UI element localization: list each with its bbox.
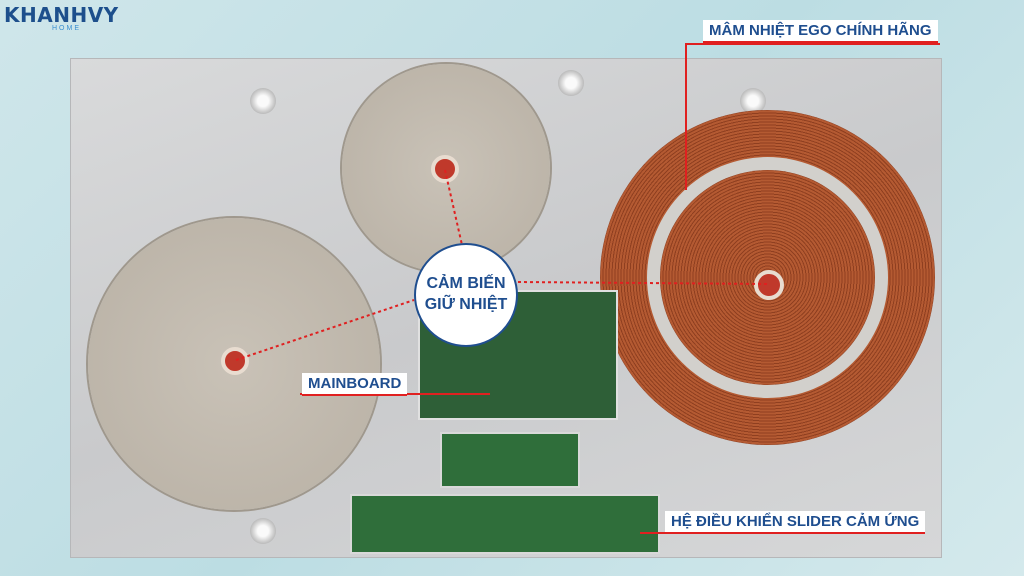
sensor-point [431, 155, 459, 183]
control-board [440, 432, 580, 488]
screw [740, 88, 766, 114]
logo: KHANHVY HOME [4, 3, 129, 32]
label-slider-control: HỆ ĐIỀU KHIỂN SLIDER CẢM ỨNG [665, 511, 926, 534]
label-mainboard: MAINBOARD [302, 373, 408, 396]
logo-sub: HOME [52, 25, 81, 32]
screw [558, 70, 584, 96]
screw [250, 518, 276, 544]
slider-control-board [350, 494, 660, 554]
sensor-point [221, 347, 249, 375]
screw [250, 88, 276, 114]
sensor-point [754, 270, 784, 300]
label-heat-sensor: CẢM BIẾN GIỮ NHIỆT [414, 243, 518, 347]
label-heat-sensor-text: CẢM BIẾN GIỮ NHIỆT [424, 275, 508, 313]
logo-name: KHANHVY [4, 3, 119, 27]
label-ego-heating: MÂM NHIỆT EGO CHÍNH HÃNG [703, 20, 938, 43]
